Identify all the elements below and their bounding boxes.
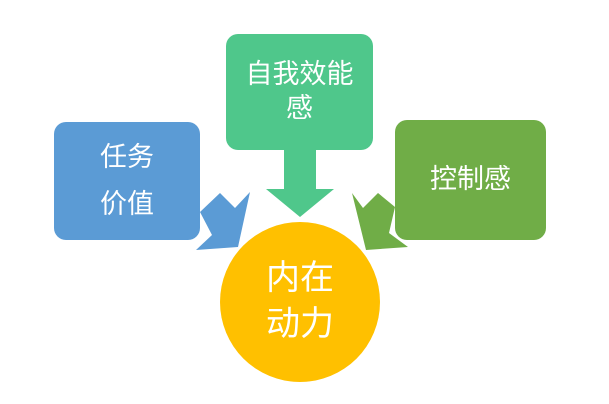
self-efficacy-box [226, 34, 373, 150]
sense-of-control-arrow [352, 193, 408, 250]
intrinsic-motivation-circle [220, 222, 380, 382]
sense-of-control-box [395, 120, 546, 240]
task-value-arrow [196, 192, 250, 250]
self-efficacy-arrow [266, 150, 334, 217]
task-value-box [54, 122, 200, 240]
